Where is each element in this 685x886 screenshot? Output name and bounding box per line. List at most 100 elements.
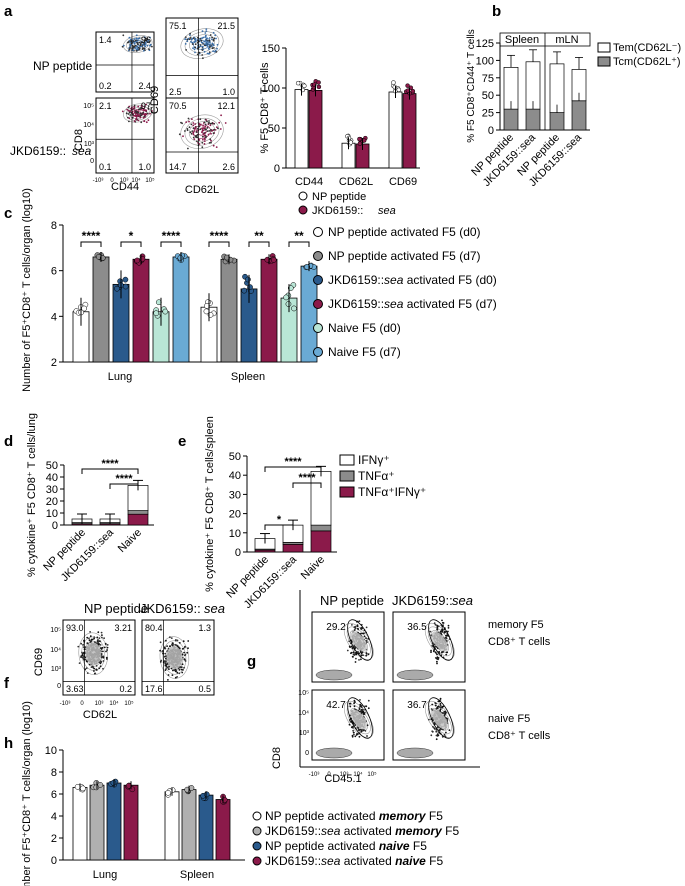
event-dot bbox=[169, 636, 171, 639]
event-dot bbox=[146, 41, 149, 43]
event-dot bbox=[135, 117, 138, 120]
tick-label: 10³ bbox=[340, 772, 349, 778]
event-dot bbox=[216, 47, 218, 50]
gate-value: 36.5 bbox=[407, 622, 427, 633]
event-dot bbox=[186, 40, 189, 43]
event-dot bbox=[362, 654, 364, 656]
event-dot bbox=[358, 652, 360, 655]
event-dot bbox=[193, 138, 196, 141]
legend-label-part: memory bbox=[395, 824, 443, 838]
event-dot bbox=[141, 113, 144, 115]
contour-ring bbox=[349, 630, 368, 653]
stack-segment bbox=[282, 543, 304, 553]
y-tick-label: 100 bbox=[476, 55, 494, 67]
event-dot bbox=[212, 31, 215, 34]
event-dot bbox=[201, 37, 203, 40]
event-dot bbox=[105, 656, 108, 659]
legend-marker bbox=[252, 811, 262, 821]
quadrant-value: 93.0 bbox=[66, 623, 84, 633]
event-dot bbox=[205, 128, 208, 131]
tick-label: 10⁴ bbox=[298, 710, 309, 717]
event-dot bbox=[133, 120, 136, 123]
event-dot bbox=[434, 702, 436, 704]
event-dot bbox=[430, 634, 433, 637]
event-dot bbox=[181, 653, 184, 656]
event-dot bbox=[360, 710, 362, 713]
flow-f-np bbox=[62, 619, 136, 696]
significance-bracket bbox=[264, 524, 294, 530]
event-dot bbox=[183, 646, 186, 649]
event-dot bbox=[99, 662, 102, 665]
event-dot bbox=[192, 122, 195, 124]
y-tick-label: 0 bbox=[52, 520, 58, 532]
data-point bbox=[396, 87, 402, 93]
event-dot bbox=[353, 653, 355, 655]
event-dot bbox=[213, 128, 216, 131]
event-dot bbox=[352, 651, 355, 654]
event-dot bbox=[363, 729, 365, 731]
event-dot bbox=[224, 122, 227, 124]
event-dot bbox=[177, 646, 180, 649]
event-dot bbox=[102, 656, 105, 659]
y-tick-label: 50 bbox=[229, 451, 241, 463]
event-dot bbox=[146, 44, 149, 47]
y-tick-label: 30 bbox=[46, 484, 58, 496]
y-axis-title: % cytokine⁺ F5 CD8⁺ T cells/spleen bbox=[204, 416, 216, 592]
legend-label: sea bbox=[378, 205, 396, 217]
legend-swatch-tem bbox=[597, 42, 611, 53]
event-dot bbox=[202, 127, 205, 129]
event-dot bbox=[175, 639, 177, 641]
event-dot bbox=[208, 37, 211, 39]
event-dot bbox=[135, 116, 138, 118]
event-dot bbox=[435, 734, 438, 737]
event-dot bbox=[212, 38, 215, 41]
event-dot bbox=[129, 110, 132, 112]
data-point bbox=[285, 301, 292, 307]
event-dot bbox=[207, 133, 210, 136]
bar-series-1 bbox=[89, 784, 105, 861]
y-tick-label: 2 bbox=[51, 357, 57, 369]
y-tick-label: 0 bbox=[488, 125, 494, 137]
event-dot bbox=[350, 652, 352, 655]
event-dot bbox=[173, 669, 175, 671]
data-point bbox=[410, 88, 416, 94]
event-dot bbox=[178, 672, 181, 675]
event-dot bbox=[444, 710, 447, 713]
event-dot bbox=[86, 642, 89, 644]
event-dot bbox=[137, 119, 140, 122]
event-dot bbox=[199, 124, 201, 126]
event-dot bbox=[367, 699, 370, 702]
event-dot bbox=[180, 668, 183, 671]
event-dot bbox=[203, 121, 206, 124]
x-tick-label: CD44 bbox=[295, 176, 323, 188]
event-dot bbox=[353, 705, 356, 708]
flow-f-jkd bbox=[141, 619, 215, 696]
event-dot bbox=[439, 699, 442, 701]
event-dot bbox=[442, 705, 445, 708]
tick-label: 10⁴ bbox=[109, 700, 119, 707]
event-dot bbox=[201, 45, 204, 48]
bar-np-peptide bbox=[294, 89, 309, 169]
event-dot bbox=[212, 50, 215, 53]
event-dot bbox=[82, 644, 84, 646]
significance-stars: ** bbox=[294, 229, 304, 243]
event-dot bbox=[121, 110, 124, 113]
event-dot bbox=[203, 140, 206, 143]
flow-g-plot bbox=[311, 689, 385, 761]
contour-ring bbox=[184, 31, 220, 56]
side-label: CD8⁺ T cells bbox=[488, 730, 551, 742]
density-core bbox=[431, 631, 448, 652]
event-dot bbox=[351, 655, 354, 658]
gate-value: 42.7 bbox=[326, 700, 346, 711]
event-dot bbox=[204, 125, 207, 128]
event-dot bbox=[201, 30, 204, 33]
event-dot bbox=[143, 113, 146, 116]
event-dot bbox=[191, 37, 194, 40]
event-dot bbox=[191, 130, 194, 133]
event-dot bbox=[138, 37, 141, 40]
legend-marker bbox=[313, 323, 323, 333]
event-dot bbox=[143, 44, 146, 47]
event-dot bbox=[202, 138, 204, 141]
legend-swatch bbox=[339, 470, 355, 482]
event-dot bbox=[77, 645, 80, 648]
